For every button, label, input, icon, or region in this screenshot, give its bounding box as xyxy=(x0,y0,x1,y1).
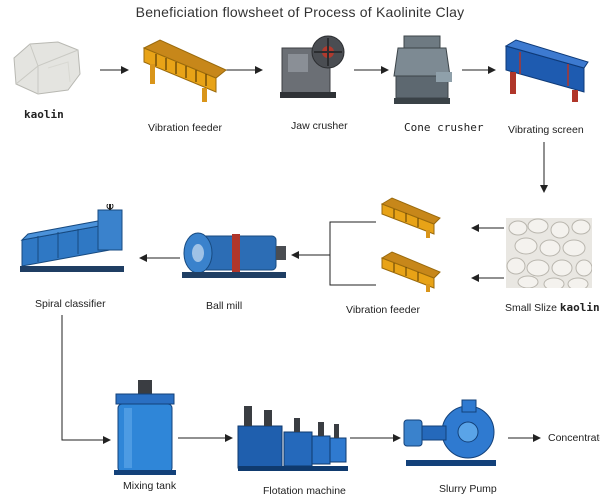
label-spiral-classifier: Spiral classifier xyxy=(35,298,106,310)
label-small-slize: Small Slize kaolin xyxy=(505,301,600,314)
label-vibration-feeder-2: Vibration feeder xyxy=(346,304,420,316)
flotation-machine-icon xyxy=(237,406,348,471)
vibration-feeder-upper-icon xyxy=(380,197,441,238)
arrow-classifier-to-tank xyxy=(61,315,111,444)
label-concentrate: Concentrate xyxy=(548,432,600,444)
label-cone-crusher: Cone crusher xyxy=(404,121,484,134)
kaolin-rock-icon xyxy=(13,41,81,95)
label-ball-mill: Ball mill xyxy=(206,300,243,312)
vibration-feeder-icon xyxy=(142,39,227,102)
vibration-feeder-lower-icon xyxy=(380,251,441,292)
mixing-tank-icon xyxy=(114,380,176,475)
label-jaw-crusher: Jaw crusher xyxy=(291,120,348,132)
slurry-pump-icon xyxy=(403,399,496,466)
jaw-crusher-icon xyxy=(280,35,345,98)
arrow-feeders-to-ballmill xyxy=(329,221,376,286)
label-slurry-pump: Slurry Pump xyxy=(439,483,497,495)
diagram-title: Beneficiation flowsheet of Process of Ka… xyxy=(135,4,465,20)
label-flotation-machine: Flotation machine xyxy=(263,485,346,497)
cone-crusher-icon xyxy=(393,35,452,104)
label-mixing-tank: Mixing tank xyxy=(123,480,177,492)
ball-mill-icon xyxy=(182,232,286,278)
label-vibration-feeder-1: Vibration feeder xyxy=(148,122,222,134)
label-small-slize-kaolin: kaolin xyxy=(559,301,600,314)
label-kaolin: kaolin xyxy=(24,108,64,121)
spiral-classifier-icon xyxy=(20,204,124,272)
label-small-slize-text: Small Slize xyxy=(505,302,557,314)
vibrating-screen-icon xyxy=(504,39,589,102)
small-slize-pebbles-icon xyxy=(506,218,592,288)
label-vibrating-screen: Vibrating screen xyxy=(508,124,584,136)
